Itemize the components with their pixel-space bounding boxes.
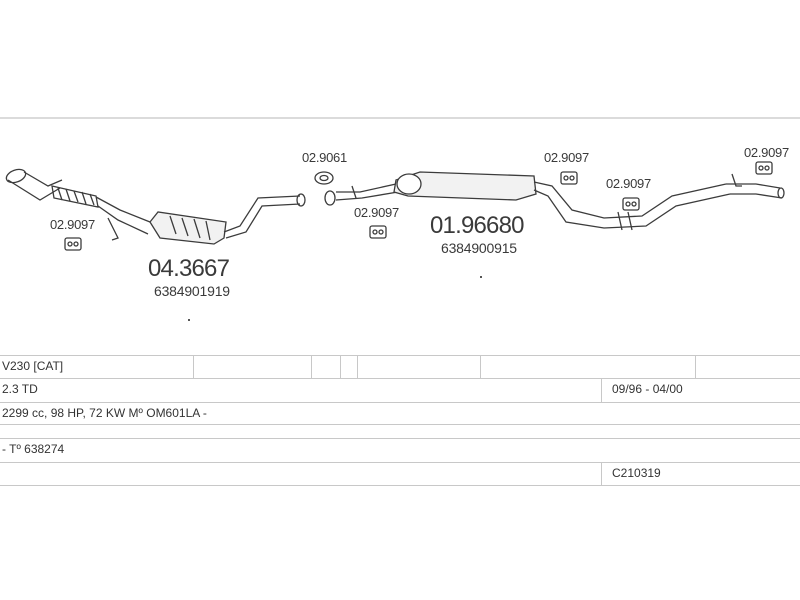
- tail-hanger-code: 02.9097: [744, 145, 789, 160]
- table-divider: [311, 355, 312, 378]
- catalyst-code: 04.3667: [148, 255, 230, 282]
- model-cell: V230 [CAT]: [2, 359, 64, 373]
- catalyst-oem: 6384901919: [154, 283, 230, 299]
- table-line: [0, 378, 800, 379]
- specs-cell: 2299 cc, 98 HP, 72 KW Mº OM601LA -: [2, 406, 207, 420]
- hanger-mid-icon: [369, 225, 387, 239]
- type-approval-cell: - Tº 638274: [2, 442, 65, 456]
- table-line: [0, 355, 800, 356]
- silencer-oem: 6384900915: [441, 240, 517, 256]
- table-divider: [601, 462, 602, 485]
- front-clamp-code: 02.9097: [50, 217, 95, 232]
- table-line: [0, 402, 800, 403]
- silencer-code: 01.96680: [430, 212, 525, 239]
- years-cell: 09/96 - 04/00: [612, 382, 683, 396]
- catalyst-converter: [149, 193, 306, 245]
- table-divider: [480, 355, 481, 378]
- engine-cell: 2.3 TD: [2, 382, 38, 396]
- marker-dot: [480, 276, 482, 278]
- table-line: [0, 438, 800, 439]
- marker-dot: [188, 319, 190, 321]
- rear-hanger-1-code: 02.9097: [544, 150, 589, 165]
- table-divider: [357, 355, 358, 378]
- table-divider: [340, 355, 341, 378]
- rubber-hangers: [64, 161, 773, 251]
- tail-pipe: [726, 173, 785, 199]
- hanger-rear2-icon: [622, 197, 640, 211]
- middle-silencer: [335, 171, 731, 231]
- mid-hanger-code: 02.9097: [354, 205, 399, 220]
- gasket-ring: [314, 171, 336, 206]
- table-divider: [193, 355, 194, 378]
- table-divider: [695, 355, 696, 378]
- table-divider: [601, 378, 602, 402]
- reference-cell: C210319: [612, 466, 661, 480]
- rear-hanger-2-code: 02.9097: [606, 176, 651, 191]
- table-line: [0, 424, 800, 425]
- hanger-front-icon: [64, 237, 82, 251]
- gasket-code: 02.9061: [302, 150, 347, 165]
- table-line: [0, 462, 800, 463]
- hanger-tail-icon: [755, 161, 773, 175]
- hanger-rear1-icon: [560, 171, 578, 185]
- front-pipe: [5, 168, 151, 241]
- table-line: [0, 485, 800, 486]
